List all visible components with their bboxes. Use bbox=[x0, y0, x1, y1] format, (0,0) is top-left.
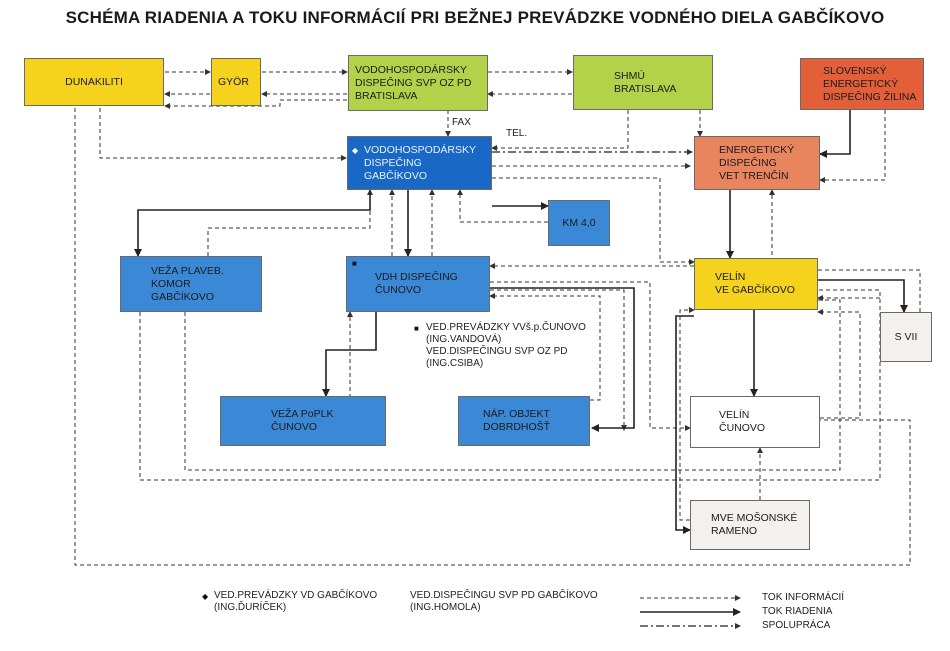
note-cunovo-line-2: (ING.VANDOVÁ) bbox=[426, 334, 502, 345]
control-flow-lines bbox=[134, 110, 908, 534]
control-velin-gab-to-mve bbox=[675, 315, 694, 534]
line-vdgab-to-velin-gab bbox=[492, 177, 695, 265]
box-sed-zilina-line-1: SLOVENSKÝ bbox=[823, 64, 887, 77]
line-outer-loop bbox=[74, 108, 911, 566]
box-veza-komor-line-1: VEŽA PLAVEB. bbox=[151, 264, 224, 277]
box-veza-komor-line-3: GABČÍKOVO bbox=[151, 290, 215, 303]
box-nap-objekt-line-1: NÁP. OBJEKT bbox=[483, 408, 550, 420]
box-ed-trencin-line-2: DISPEČING bbox=[719, 156, 777, 169]
footer-middle: VED.DISPEČINGU SVP PD GABČÍKOVO (ING.HOM… bbox=[410, 590, 598, 614]
footer-left: VED.PREVÁDZKY VD GABČÍKOVO (ING.ĎURÍČEK) bbox=[214, 590, 377, 614]
control-zilina-to-ed bbox=[819, 110, 851, 158]
box-vd-bratislava-line-2: DISPEČING SVP OZ PD bbox=[355, 76, 472, 89]
marker-square-vdh: ■ bbox=[352, 259, 357, 268]
box-veza-poplk-line-2: ČUNOVO bbox=[271, 421, 318, 433]
legend-lines bbox=[640, 595, 741, 629]
box-mve-line-2: RAMENO bbox=[711, 525, 758, 537]
line-zilina-to-ed-dashed bbox=[819, 110, 886, 183]
line-vdh-to-velin-cunovo bbox=[490, 281, 691, 431]
box-ed-trencin-line-1: ENERGETICKÝ bbox=[719, 143, 795, 156]
footer-left-line-2: (ING.ĎURÍČEK) bbox=[214, 602, 287, 613]
marker-diamond-vdgab: ◆ bbox=[352, 146, 359, 155]
box-velin-gabcikovo-line-1: VELÍN bbox=[715, 271, 746, 283]
line-velin-gab-to-s7-info bbox=[818, 269, 923, 321]
box-s7-line: S VII bbox=[894, 330, 918, 343]
box-veza-komor-line-2: KOMOR bbox=[151, 277, 191, 290]
line-dunakiliti-vdgab bbox=[99, 108, 347, 161]
box-velin-cunovo-line-1: VELÍN bbox=[719, 409, 750, 421]
line-vdbratislava-dunakiliti-long bbox=[164, 99, 347, 109]
box-mve-line-1: MVE MOŠONSKÉ bbox=[711, 512, 798, 524]
box-shmu: SHMÚ BRATISLAVA bbox=[573, 55, 713, 110]
legend-label-coop: SPOLUPRÁCA bbox=[762, 620, 831, 631]
box-vd-gabcikovo-line-1: VODOHOSPODÁRSKY bbox=[364, 143, 477, 156]
line-bottom-loop-a bbox=[184, 299, 841, 471]
box-vd-bratislava-line-1: VODOHOSPODÁRSKY bbox=[355, 63, 468, 76]
box-sed-zilina: SLOVENSKÝ ENERGETICKÝ DISPEČING ŽILINA bbox=[800, 58, 924, 110]
line-nap-to-vdh bbox=[489, 293, 601, 401]
box-km40-line: KM 4,0 bbox=[562, 216, 596, 229]
box-vdh-cunovo-line-1: VDH DISPEČING bbox=[375, 271, 458, 283]
box-km40: KM 4,0 bbox=[548, 200, 610, 246]
box-nap-objekt-line-2: DOBRDHOŠŤ bbox=[483, 421, 551, 433]
box-vd-gabcikovo-line-2: DISPEČING bbox=[364, 156, 422, 169]
box-dunakiliti-line: DUNAKILITI bbox=[65, 75, 123, 88]
legend-label-info: TOK INFORMÁCIÍ bbox=[762, 592, 845, 603]
diagram-title: SCHÉMA RIADENIA A TOKU INFORMÁCIÍ PRI BE… bbox=[65, 8, 885, 27]
line-mve-to-velin-gab bbox=[679, 307, 695, 521]
line-velin-cunovo-to-velin-gab bbox=[817, 309, 861, 419]
box-gyor-line: GYÖR bbox=[218, 75, 249, 88]
box-vd-bratislava: VODOHOSPODÁRSKY DISPEČING SVP OZ PD BRAT… bbox=[348, 55, 488, 111]
info-flow-lines bbox=[74, 69, 923, 566]
box-ed-trencin-line-3: VET TRENČÍN bbox=[719, 169, 789, 182]
box-vd-bratislava-line-3: BRATISLAVA bbox=[355, 89, 418, 102]
box-velin-cunovo: VELÍN ČUNOVO bbox=[690, 396, 820, 448]
box-vdh-cunovo: VDH DISPEČING ČUNOVO bbox=[346, 256, 490, 312]
line-bottom-loop-b bbox=[139, 289, 881, 481]
box-nap-objekt: NÁP. OBJEKT DOBRDHOŠŤ bbox=[458, 396, 590, 446]
box-shmu-line-2: BRATISLAVA bbox=[614, 82, 677, 95]
note-cunovo-line-4: (ING.CSIBA) bbox=[426, 358, 484, 369]
box-veza-poplk-line-1: VEŽA PoPLK bbox=[271, 408, 334, 420]
control-vdh-to-poplk bbox=[322, 312, 377, 397]
control-vdgab-to-vezakomor bbox=[134, 190, 371, 257]
box-dunakiliti: DUNAKILITI bbox=[24, 58, 164, 106]
line-km-to-vdgab bbox=[457, 189, 548, 223]
control-vdh-to-nap bbox=[490, 287, 635, 432]
note-cunovo-line-3: VED.DISPEČINGU SVP OZ PD bbox=[426, 346, 568, 357]
box-sed-zilina-line-3: DISPEČING ŽILINA bbox=[823, 90, 917, 103]
legend-label-control: TOK RIADENIA bbox=[762, 606, 833, 617]
marker-diamond-footer: ◆ bbox=[202, 592, 209, 601]
box-vdh-cunovo-line-2: ČUNOVO bbox=[375, 284, 422, 296]
box-shmu-line-1: SHMÚ bbox=[614, 69, 645, 82]
box-mve: MVE MOŠONSKÉ RAMENO bbox=[690, 500, 810, 550]
line-veza-komor-to-vdgab bbox=[207, 189, 373, 256]
line-shmu-to-vdgab bbox=[491, 110, 629, 151]
note-cunovo-line-1: VED.PREVÁDZKY VVš.p.ČUNOVO bbox=[426, 322, 586, 333]
box-sed-zilina-line-2: ENERGETICKÝ bbox=[823, 77, 899, 90]
box-s7: S VII bbox=[880, 312, 932, 362]
box-gyor: GYÖR bbox=[211, 58, 261, 106]
line-vdh-to-velin-cunovo-b bbox=[490, 289, 627, 431]
box-vd-gabcikovo: VODOHOSPODÁRSKY DISPEČING GABČÍKOVO bbox=[347, 136, 492, 190]
label-tel: TEL. bbox=[506, 128, 528, 139]
box-velin-gabcikovo-line-2: VE GABČÍKOVO bbox=[715, 284, 795, 296]
footer-middle-line-2: (ING.HOMOLA) bbox=[410, 602, 481, 613]
control-velin-gab-to-s7 bbox=[818, 279, 908, 313]
box-velin-cunovo-line-2: ČUNOVO bbox=[719, 422, 766, 434]
footer-left-line-1: VED.PREVÁDZKY VD GABČÍKOVO bbox=[214, 590, 378, 601]
box-vd-gabcikovo-line-3: GABČÍKOVO bbox=[364, 169, 428, 182]
box-veza-poplk: VEŽA PoPLK ČUNOVO bbox=[220, 396, 386, 446]
box-ed-trencin: ENERGETICKÝ DISPEČING VET TRENČÍN bbox=[694, 136, 820, 190]
label-fax: FAX bbox=[452, 117, 471, 128]
marker-square-note: ■ bbox=[414, 324, 419, 333]
note-cunovo: VED.PREVÁDZKY VVš.p.ČUNOVO (ING.VANDOVÁ)… bbox=[426, 322, 586, 370]
box-velin-gabcikovo: VELÍN VE GABČÍKOVO bbox=[694, 258, 818, 310]
box-veza-komor: VEŽA PLAVEB. KOMOR GABČÍKOVO bbox=[120, 256, 262, 312]
footer-middle-line-1: VED.DISPEČINGU SVP PD GABČÍKOVO bbox=[410, 590, 598, 601]
